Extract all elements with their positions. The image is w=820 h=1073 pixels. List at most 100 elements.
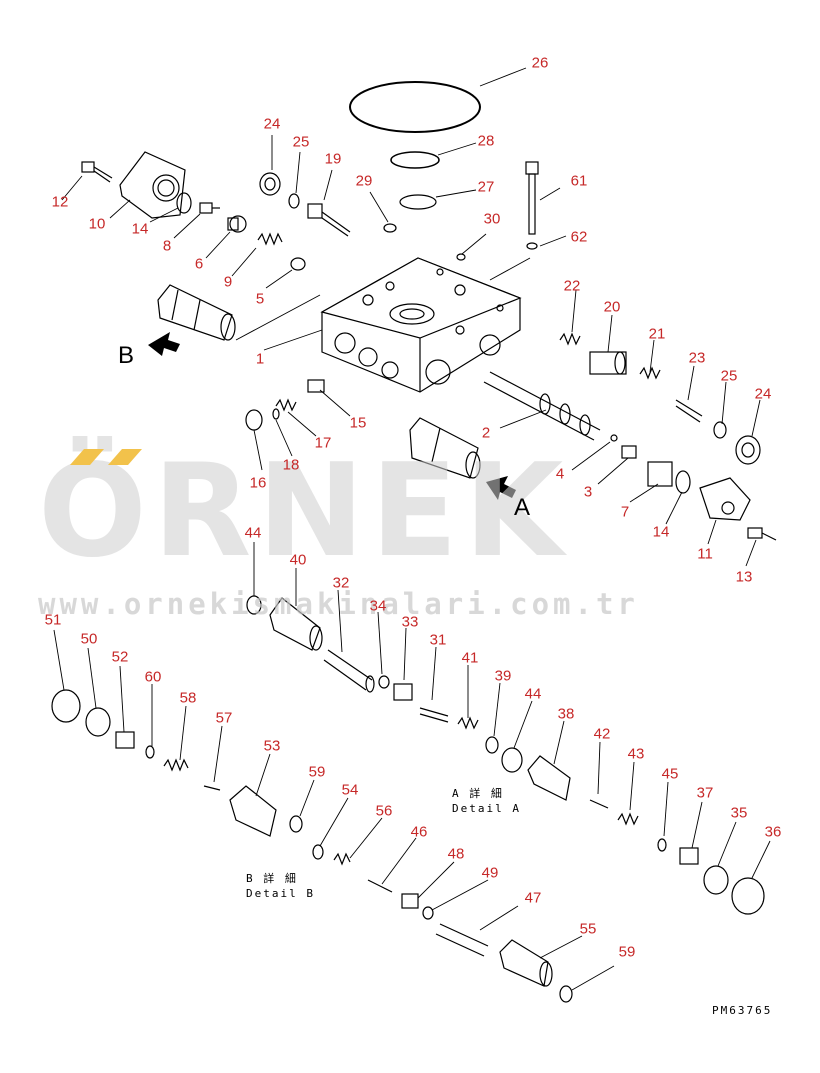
callout-59: 59 [308, 763, 326, 781]
oring-28 [390, 151, 440, 169]
callout-58: 58 [179, 689, 197, 707]
oring-27 [399, 194, 437, 210]
drawing-code: PM63765 [712, 1004, 773, 1017]
callout-53: 53 [263, 737, 281, 755]
callout-43: 43 [627, 745, 645, 763]
callout-56: 56 [375, 802, 393, 820]
oring-25-top [288, 193, 300, 209]
callout-1: 1 [255, 350, 265, 368]
callout-23: 23 [688, 349, 706, 367]
spool-2 [483, 371, 601, 441]
valve-19 [307, 203, 351, 237]
callout-8: 8 [162, 237, 172, 255]
callout-49: 49 [481, 864, 499, 882]
detail-b-en: Detail B [246, 887, 315, 900]
callout-6: 6 [194, 255, 204, 273]
plug-8 [199, 202, 220, 214]
spring-9 [257, 232, 283, 246]
callout-27: 27 [477, 178, 495, 196]
callout-24: 24 [263, 115, 281, 133]
callout-29: 29 [355, 172, 373, 190]
watermark-umlaut-icon [70, 449, 142, 465]
detail-a-parts [246, 595, 765, 915]
callout-28: 28 [477, 132, 495, 150]
callout-9: 9 [223, 273, 233, 291]
arrow-a [486, 476, 516, 500]
callout-2: 2 [481, 424, 491, 442]
callout-24: 24 [754, 385, 772, 403]
callout-54: 54 [341, 781, 359, 799]
detail-a-en: Detail A [452, 802, 521, 815]
callout-17: 17 [314, 434, 332, 452]
callout-15: 15 [349, 414, 367, 432]
callout-52: 52 [111, 648, 129, 666]
callout-50: 50 [80, 630, 98, 648]
callout-16: 16 [249, 474, 267, 492]
view-label-b: B [118, 342, 135, 369]
callout-14: 14 [131, 220, 149, 238]
detail-a-label: A 詳 細 Detail A [452, 786, 521, 816]
callout-37: 37 [696, 784, 714, 802]
callout-47: 47 [524, 889, 542, 907]
callout-18: 18 [282, 456, 300, 474]
callout-7: 7 [620, 503, 630, 521]
large-oring-26 [349, 81, 481, 133]
callout-44: 44 [524, 685, 542, 703]
callout-60: 60 [144, 668, 162, 686]
left-small-parts [245, 379, 325, 431]
callout-25: 25 [292, 133, 310, 151]
callout-39: 39 [494, 667, 512, 685]
callout-11: 11 [697, 545, 713, 563]
callout-51: 51 [44, 611, 62, 629]
cartridge-b [157, 284, 236, 341]
oring-5 [290, 257, 306, 271]
callout-33: 33 [401, 613, 419, 631]
callout-19: 19 [324, 150, 342, 168]
callout-30: 30 [483, 210, 501, 228]
cartridge-a [409, 417, 481, 479]
callout-4: 4 [555, 465, 565, 483]
callout-44: 44 [244, 524, 262, 542]
callout-40: 40 [289, 551, 307, 569]
callout-35: 35 [730, 804, 748, 822]
callout-45: 45 [661, 765, 679, 783]
valve-body [320, 257, 522, 393]
callout-31: 31 [429, 631, 447, 649]
callout-25: 25 [720, 367, 738, 385]
callout-14: 14 [652, 523, 670, 541]
callout-34: 34 [369, 597, 387, 615]
callout-57: 57 [215, 709, 233, 727]
detail-b-parts [51, 689, 573, 1003]
right-parts [559, 332, 777, 541]
callout-48: 48 [447, 845, 465, 863]
watermark-brand: ÖRNEK [38, 437, 570, 586]
detail-b-label: B 詳 細 Detail B [246, 871, 315, 901]
detail-a-ja: A 詳 細 [452, 787, 504, 800]
cap-10 [119, 151, 186, 219]
bolt-12 [81, 161, 113, 183]
callout-62: 62 [570, 228, 588, 246]
bolt-61 [525, 161, 539, 250]
leader-lines [53, 67, 771, 991]
callout-32: 32 [332, 574, 350, 592]
callout-59: 59 [618, 943, 636, 961]
callout-41: 41 [461, 649, 479, 667]
callout-13: 13 [735, 568, 753, 586]
callout-12: 12 [51, 193, 69, 211]
plug-24-top [259, 172, 281, 196]
callout-10: 10 [88, 215, 106, 233]
callout-38: 38 [557, 705, 575, 723]
detail-b-ja: B 詳 細 [246, 872, 298, 885]
oring-29 [383, 223, 397, 233]
seat-6 [227, 215, 247, 233]
oring-14-left [176, 192, 192, 214]
callout-22: 22 [563, 277, 581, 295]
callout-61: 61 [570, 172, 588, 190]
callout-42: 42 [593, 725, 611, 743]
callout-21: 21 [648, 325, 666, 343]
callout-46: 46 [410, 823, 428, 841]
arrow-b [148, 332, 180, 356]
view-label-a: A [514, 494, 531, 521]
oring-30 [456, 253, 466, 261]
